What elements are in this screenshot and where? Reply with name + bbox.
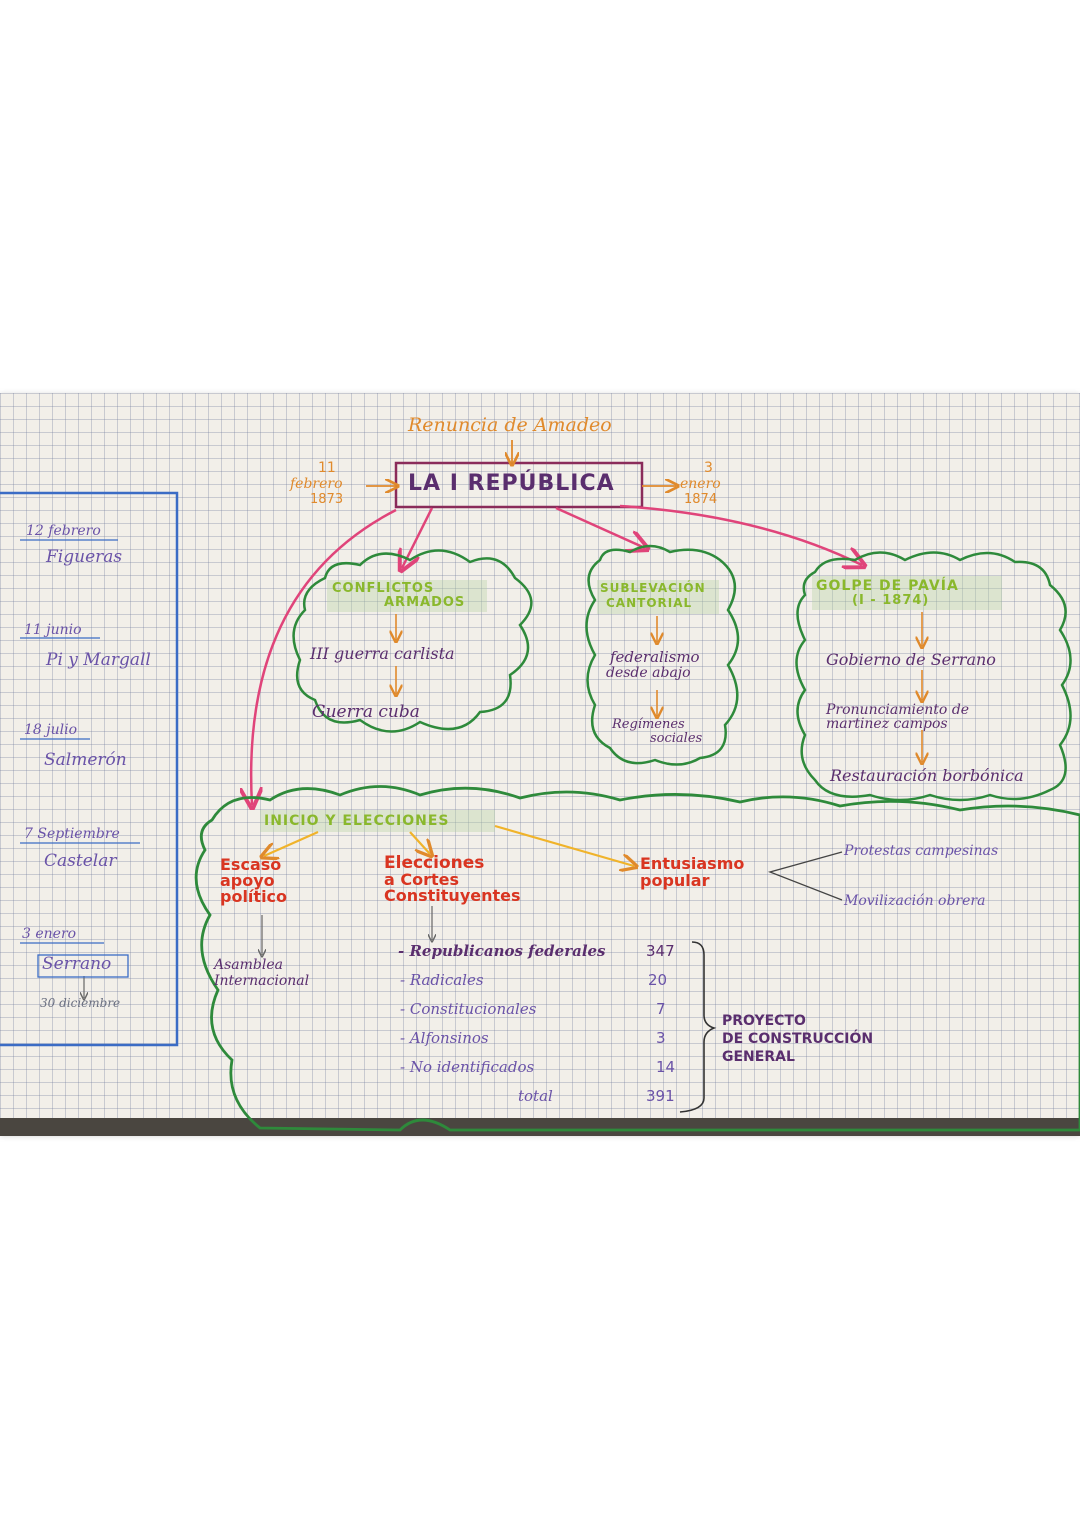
golpe-title: GOLPE DE PAVÍA	[816, 578, 959, 594]
timeline-box	[0, 491, 179, 1047]
start-day: 11	[318, 460, 336, 476]
result-label: - Republicanos federales	[398, 942, 606, 960]
conflictos-item: Guerra cuba	[312, 702, 420, 722]
golpe-item: Restauración borbónica	[830, 766, 1024, 785]
conflictos-title: ARMADOS	[384, 595, 466, 610]
escaso-text: político	[220, 887, 288, 906]
result-label: - Radicales	[400, 971, 484, 989]
conflictos-title: CONFLICTOS	[332, 581, 435, 596]
golpe-item: Gobierno de Serrano	[826, 650, 996, 669]
page-title: LA I REPÚBLICA	[408, 471, 615, 496]
sublevacion-title: SUBLEVACIÓN	[600, 581, 706, 595]
timeline-extra: 30 diciembre	[40, 996, 121, 1010]
sublevacion-item: sociales	[650, 731, 703, 746]
proyecto-text: GENERAL	[722, 1049, 795, 1065]
protestas-text: Protestas campesinas	[844, 843, 999, 859]
end-year: 1874	[684, 492, 718, 507]
renuncia-label: Renuncia de Amadeo	[408, 414, 612, 436]
entusiasmo-text: Entusiasmo	[640, 854, 745, 873]
end-month: enero	[680, 476, 721, 492]
timeline-name: Pi y Margall	[46, 650, 151, 670]
result-label: total	[518, 1087, 553, 1105]
cloud-sublevacion	[585, 544, 740, 766]
result-value: 7	[656, 1000, 666, 1018]
cloud-golpe	[795, 551, 1072, 802]
elecciones-text: Elecciones	[384, 853, 485, 873]
result-value: 347	[646, 942, 675, 960]
arrow-to-sublevacion	[555, 506, 645, 548]
timeline-date: 18 julio	[24, 722, 78, 738]
timeline-date: 3 enero	[22, 926, 77, 942]
desk-edge	[0, 1118, 1080, 1136]
escaso-text: Escaso	[220, 855, 282, 874]
escaso-text: apoyo	[220, 871, 275, 890]
timeline-name: Figueras	[46, 547, 123, 567]
arrow-to-golpe	[619, 504, 862, 565]
sublevacion-item: federalismo	[610, 648, 700, 666]
timeline-date: 7 Septiembre	[24, 826, 120, 842]
sublevacion-title: CANTORIAL	[606, 596, 693, 610]
asamblea-text: Asamblea	[214, 957, 283, 973]
result-label: - No identificados	[400, 1058, 535, 1076]
sublevacion-item: desde abajo	[606, 665, 691, 681]
entusiasmo-text: popular	[640, 871, 710, 890]
elecciones-text: Constituyentes	[384, 886, 521, 905]
arrow-to-inicio	[251, 508, 397, 805]
grid-paper	[0, 393, 1080, 1133]
proyecto-text: DE CONSTRUCCIÓN	[722, 1031, 874, 1047]
start-year: 1873	[310, 492, 344, 507]
result-value: 391	[646, 1087, 675, 1105]
start-month: febrero	[290, 476, 343, 492]
timeline-name: Serrano	[42, 954, 112, 974]
cloud-inicio	[194, 785, 1080, 1132]
end-day: 3	[704, 460, 713, 476]
cloud-conflictos	[292, 549, 533, 733]
golpe-title: (I - 1874)	[852, 593, 930, 608]
movilizacion-text: Movilización obrera	[844, 893, 986, 909]
result-label: - Alfonsinos	[400, 1029, 489, 1047]
timeline-name: Salmerón	[44, 750, 127, 770]
golpe-item: Pronunciamiento de	[826, 702, 970, 718]
conflictos-item: III guerra carlista	[310, 644, 455, 663]
timeline-date: 12 febrero	[26, 523, 101, 539]
result-value: 20	[648, 971, 668, 989]
result-value: 14	[656, 1058, 676, 1076]
golpe-item: martinez campos	[826, 716, 948, 732]
result-value: 3	[656, 1029, 666, 1047]
sublevacion-item: Regímenes	[612, 717, 685, 732]
asamblea-text: Internacional	[214, 973, 310, 989]
brace	[679, 941, 717, 1113]
timeline-date: 11 junio	[24, 622, 82, 638]
proyecto-text: PROYECTO	[722, 1013, 806, 1029]
inicio-title: INICIO Y ELECCIONES	[264, 813, 450, 829]
result-label: - Constitucionales	[400, 1000, 537, 1018]
elecciones-text: a Cortes	[384, 870, 460, 889]
timeline-name: Castelar	[44, 851, 117, 871]
